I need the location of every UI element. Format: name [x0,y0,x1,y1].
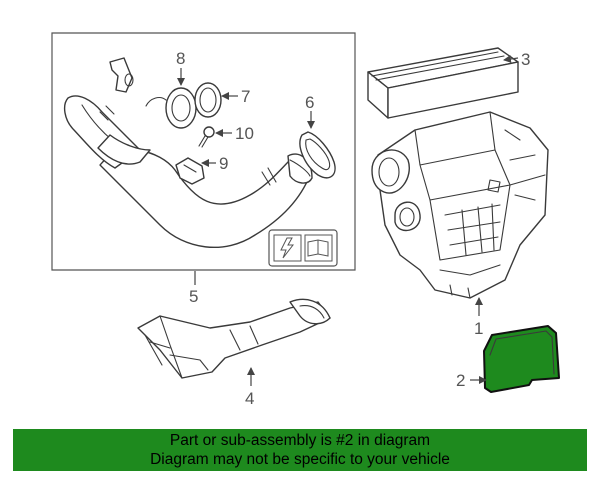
callout-1: 1 [474,319,483,338]
leader-3 [503,55,519,63]
callout-8: 8 [176,49,185,68]
parts-diagram: 1 2 3 4 5 6 7 8 9 10 [51,32,560,408]
callout-4: 4 [245,389,254,408]
info-banner: Part or sub-assembly is #2 in diagram Di… [13,429,587,471]
clamp-ring[interactable] [194,82,222,118]
coupling-elbow[interactable] [145,87,197,129]
part-2-shape[interactable] [483,325,560,393]
bolt[interactable] [198,126,215,148]
lower-intake-duct[interactable] [137,298,331,379]
callout-2: 2 [456,371,465,390]
warning-label-icon [268,229,338,267]
seal[interactable] [299,131,336,179]
callout-6: 6 [305,93,314,112]
callout-3: 3 [521,50,530,69]
assembly-panel-frame [51,32,356,271]
callout-7: 7 [241,87,250,106]
air-filter-element[interactable] [367,47,519,119]
air-cleaner-housing[interactable] [371,111,549,299]
callout-5: 5 [189,287,198,306]
callout-9: 9 [219,154,228,173]
banner-line-1: Part or sub-assembly is #2 in diagram [169,432,431,449]
intake-duct[interactable] [63,95,313,248]
sensor[interactable] [175,157,205,185]
highlighted-part-2[interactable] [483,325,560,393]
vent-fitting[interactable] [109,57,134,93]
callout-10: 10 [235,124,254,143]
banner-line-2: Diagram may not be specific to your vehi… [150,451,450,468]
